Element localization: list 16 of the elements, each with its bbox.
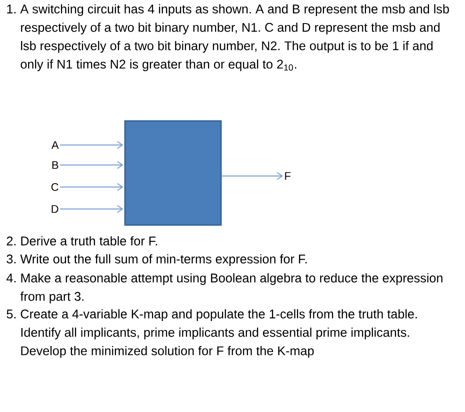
input-label: A	[51, 141, 59, 149]
arrow	[221, 172, 283, 180]
input-label: B	[52, 161, 58, 169]
circuit-block	[124, 120, 222, 226]
arrow	[60, 183, 124, 191]
arrow	[60, 205, 124, 213]
arrow	[60, 161, 124, 169]
question-text: 2. Derive a truth table for F.	[6, 236, 158, 246]
question-text: 4. Make a reasonable attempt using Boolean algebra to reduce the expression from part 3.	[6, 273, 442, 304]
question-text: 3. Write out the full sum of min-terms expression for F.	[6, 254, 307, 266]
question-text: 5. Create a 4-variable K-map and populate the 1-cells from the truth table. Identify all implicants, prime implicants and essential prime implicants. Develop the minimized solution for F from the K-map	[6, 309, 417, 358]
input-label: C	[51, 183, 58, 191]
input-label: D	[52, 205, 58, 213]
arrow	[60, 141, 124, 149]
question-text: 1. A switching circuit has 4 inputs as shown. A and B represent the msb and lsb respectively of a two bit binary number, N1. C and D represent the msb and lsb respectively of a two bit binary number, N2. The output is to be 1 if and only if N1 times N2 is greater than or equal to 2$_{10}$.	[7, 4, 449, 72]
output-label: F	[285, 172, 290, 180]
